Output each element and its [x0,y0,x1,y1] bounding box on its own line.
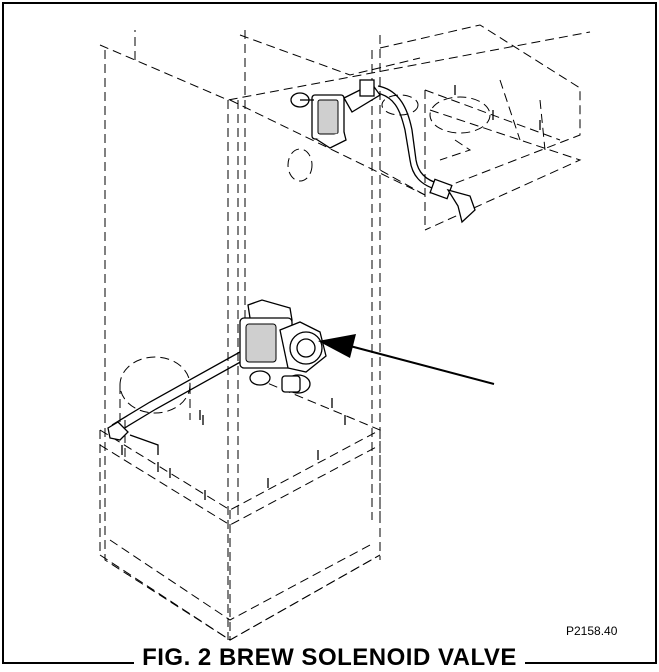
figure-caption: FIG. 2 BREW SOLENOID VALVE [0,644,659,672]
part-number: P2158.40 [566,624,618,638]
cabinet-outline [99,24,591,641]
arrow-pointer-icon [318,334,495,385]
solenoid-valve-icon [290,79,476,224]
brew-solenoid-valve-icon [107,299,327,455]
figure-caption-text: FIG. 2 BREW SOLENOID VALVE [134,644,525,671]
